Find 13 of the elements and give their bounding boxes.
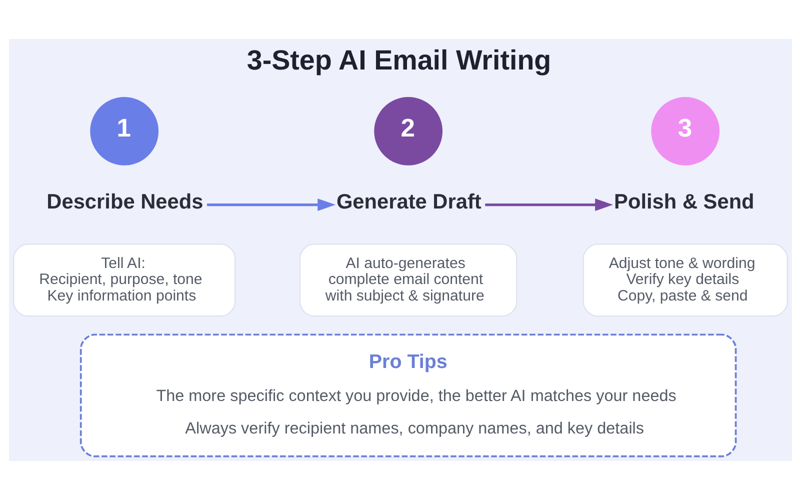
node-text: Describe Needs: [46, 190, 203, 214]
node-circle: 3: [650, 97, 720, 166]
node-circle: 1: [90, 97, 158, 166]
node-circle: 2: [374, 97, 442, 166]
arrow: [484, 198, 612, 212]
diagram-title: 3-Step AI Email Writing: [246, 44, 551, 76]
node-box: Adjust tone & wording Verify key details Copy, paste & send: [582, 244, 788, 317]
node-text: Polish & Send: [614, 190, 754, 214]
arrow: [206, 198, 335, 212]
node-box: Pro Tips The more specific context you provide, the better AI matches your needs Always verify recipient names, company names, and key details: [79, 334, 736, 458]
node-text: Generate Draft: [336, 190, 481, 214]
node-box: Tell AI: Recipient, purpose, tone Key information points: [12, 244, 236, 317]
node-box: AI auto-generates complete email content with subject & signature: [298, 244, 517, 317]
